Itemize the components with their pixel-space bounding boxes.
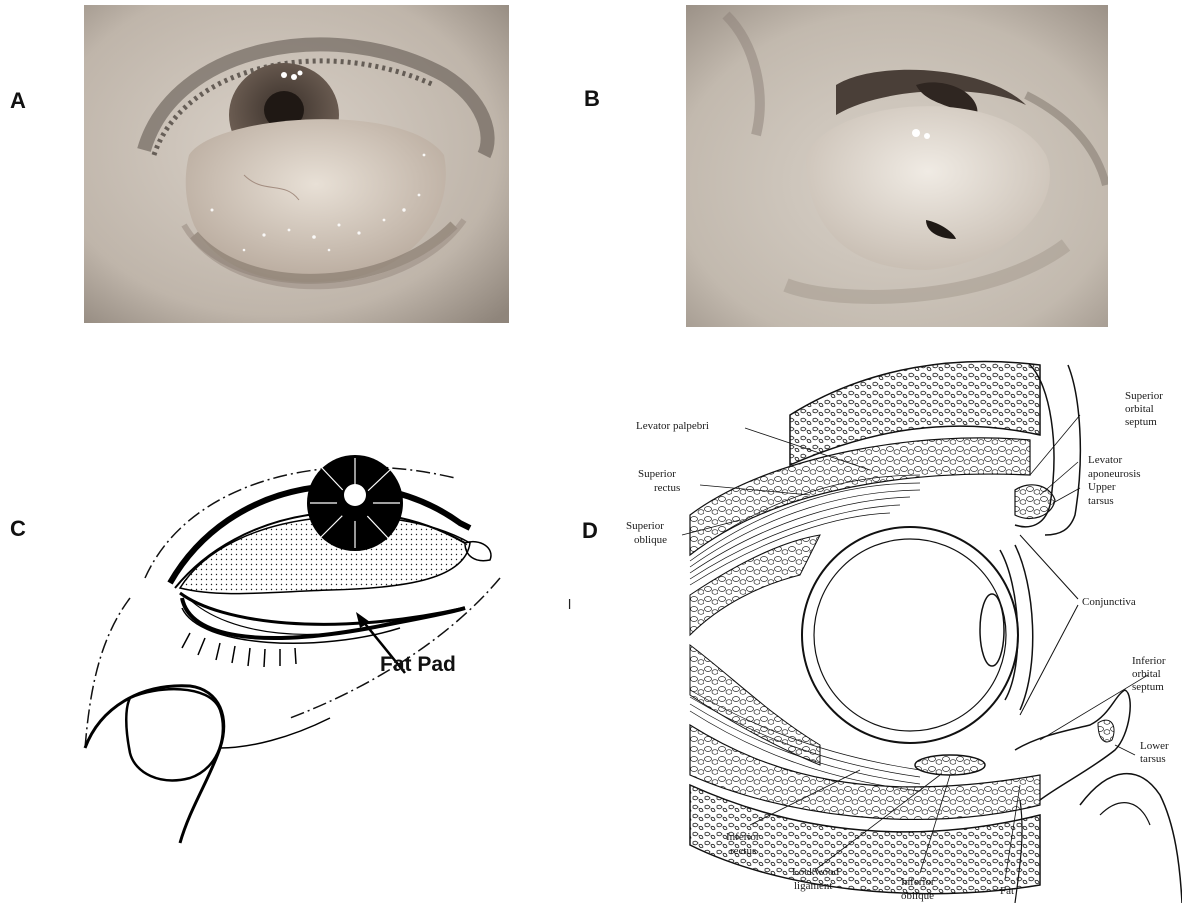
panel-label-d: D [582, 518, 598, 544]
label-upper-tarsus-l1: Upper [1088, 481, 1116, 493]
label-inferior-orbital-septum-l1: Inferior [1132, 655, 1166, 667]
label-lockwood-ligament-l2: ligament [794, 880, 833, 892]
photo-a-everted-lower-lid [84, 5, 509, 323]
label-superior-rectus-l1: Superior [638, 468, 676, 480]
drawing-c-lower-lid-fat-pad [70, 448, 510, 848]
label-inferior-orbital-septum-l3: septum [1132, 681, 1164, 693]
label-superior-oblique-l2: oblique [634, 534, 667, 546]
label-superior-rectus-l2: rectus [654, 482, 680, 494]
label-superior-orbital-septum-l1: Superior [1125, 390, 1163, 402]
label-inferior-oblique-l1: Inferior [901, 876, 935, 888]
label-inferior-oblique-l2: oblique [901, 890, 934, 902]
label-upper-tarsus-l2: tarsus [1088, 495, 1114, 507]
stray-mark: l [568, 596, 571, 612]
label-levator-palpebri: Levator palpebri [636, 420, 709, 432]
label-superior-oblique-l1: Superior [626, 520, 664, 532]
drawing-d-orbit-sagittal-section: Levator palpebri Superior rectus Superio… [620, 345, 1182, 903]
callout-fat-pad: Fat Pad [380, 653, 456, 677]
label-fat: Fat [1000, 885, 1014, 897]
label-lockwood-ligament-l1: Lockwood [792, 866, 840, 878]
label-superior-orbital-septum-l2: orbital [1125, 403, 1154, 415]
panel-label-c: C [10, 516, 26, 542]
label-inferior-rectus-l1: Inferior [726, 831, 760, 843]
label-inferior-orbital-septum-l2: orbital [1132, 668, 1161, 680]
photo-b-eye-retracted [686, 5, 1108, 327]
label-lower-tarsus-l2: tarsus [1140, 753, 1166, 765]
label-lower-tarsus-l1: Lower [1140, 740, 1169, 752]
label-superior-orbital-septum-l3: septum [1125, 416, 1157, 428]
label-conjunctiva: Conjunctiva [1082, 596, 1136, 608]
label-levator-aponeurosis-l1: Levator [1088, 454, 1123, 466]
label-levator-aponeurosis-l2: aponeurosis [1088, 468, 1141, 480]
label-inferior-rectus-l2: rectus [730, 845, 756, 857]
panel-label-a: A [10, 88, 26, 114]
panel-label-b: B [584, 86, 600, 112]
